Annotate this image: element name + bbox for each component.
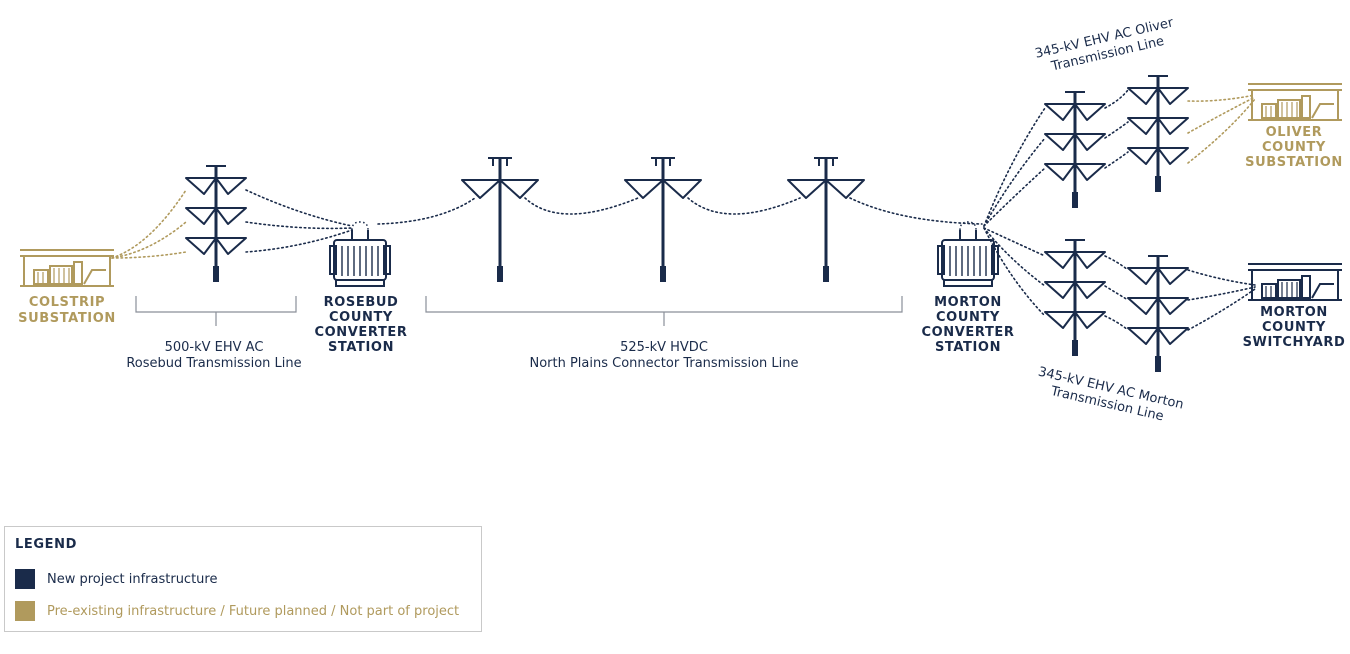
oliver-gold-conductors: [1187, 94, 1256, 164]
morton-converter-station-icon: [937, 221, 999, 287]
rosebud-label-3: CONVERTER: [315, 325, 408, 340]
oliver-tower-1-icon: [1043, 90, 1107, 210]
hvdc-line-bracket: [425, 296, 903, 326]
morton-switchyard-label-2: COUNTY: [1262, 320, 1326, 335]
rosebud-ac-conductors: [245, 189, 353, 253]
rosebud-converter-station-icon: [329, 221, 391, 287]
hvdc-line-label-2: North Plains Connector Transmission Line: [529, 356, 798, 371]
colstrip-label-1: COLSTRIP: [29, 295, 105, 310]
oliver-tower-2-icon: [1126, 74, 1190, 194]
rosebud-line-label-1: 500-kV EHV AC: [165, 340, 264, 355]
rosebud-label-2: COUNTY: [329, 310, 393, 325]
morton-converter-label-3: CONVERTER: [922, 325, 1015, 340]
morton-converter-label-4: STATION: [935, 340, 1001, 355]
morton-converter-label-2: COUNTY: [936, 310, 1000, 325]
morton-tower-2-icon: [1126, 254, 1190, 374]
morton-ac-conductors: [983, 227, 1256, 331]
legend-box: LEGEND New project infrastructure Pre-ex…: [4, 526, 482, 632]
rosebud-label-4: STATION: [328, 340, 394, 355]
legend-item-new: New project infrastructure: [15, 569, 217, 589]
morton-switchyard-icon: [1247, 263, 1343, 301]
rosebud-line-bracket: [135, 296, 297, 326]
hvdc-line-label-1: 525-kV HVDC: [620, 340, 708, 355]
colstrip-conductors: [111, 189, 187, 259]
colstrip-substation-icon: [19, 249, 115, 287]
oliver-substation-icon: [1247, 83, 1343, 121]
legend-swatch-existing: [15, 601, 35, 621]
legend-swatch-new: [15, 569, 35, 589]
legend-label-new: New project infrastructure: [47, 571, 218, 587]
oliver-label-3: SUBSTATION: [1245, 155, 1343, 170]
oliver-label-2: COUNTY: [1262, 140, 1326, 155]
hvdc-conductors: [377, 197, 983, 225]
rosebud-ac-tower-icon: [184, 164, 248, 284]
hvdc-tower-1-icon: [460, 156, 540, 284]
legend-label-existing: Pre-existing infrastructure / Future pla…: [47, 603, 460, 619]
morton-switchyard-label-1: MORTON: [1260, 305, 1328, 320]
morton-switchyard-label-3: SWITCHYARD: [1243, 335, 1346, 350]
colstrip-label-2: SUBSTATION: [18, 311, 116, 326]
hvdc-tower-3-icon: [786, 156, 866, 284]
legend-item-existing: Pre-existing infrastructure / Future pla…: [15, 601, 459, 621]
oliver-label-1: OLIVER: [1266, 125, 1323, 140]
rosebud-line-label-2: Rosebud Transmission Line: [126, 356, 301, 371]
rosebud-label-1: ROSEBUD: [324, 295, 399, 310]
hvdc-tower-2-icon: [623, 156, 703, 284]
legend-title: LEGEND: [15, 537, 77, 552]
morton-converter-label-1: MORTON: [934, 295, 1002, 310]
morton-tower-1-icon: [1043, 238, 1107, 358]
oliver-ac-conductors: [983, 89, 1129, 227]
